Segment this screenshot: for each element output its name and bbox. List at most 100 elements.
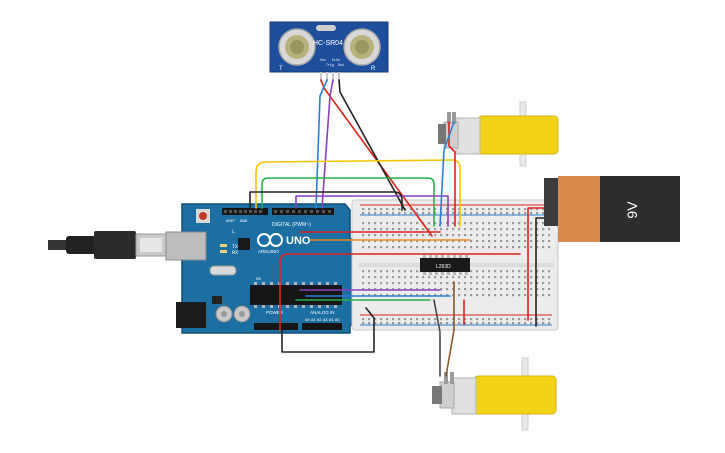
breadboard-hole: [488, 208, 491, 211]
breadboard-hole: [488, 240, 491, 243]
sensor-pin-gnd: Gnd: [338, 63, 344, 67]
sensor-pin-vcc: Vcc: [320, 58, 326, 62]
breadboard-hole: [500, 222, 503, 225]
breadboard-hole: [524, 282, 527, 285]
breadboard-hole: [506, 270, 509, 273]
breadboard-hole: [494, 246, 497, 249]
breadboard-hole: [488, 222, 491, 225]
breadboard-hole: [386, 294, 389, 297]
breadboard-hole: [404, 270, 407, 273]
breadboard-hole: [464, 288, 467, 291]
breadboard-hole: [428, 246, 431, 249]
breadboard-hole: [428, 212, 431, 215]
breadboard-hole: [518, 246, 521, 249]
breadboard-hole: [422, 282, 425, 285]
breadboard-hole: [410, 270, 413, 273]
breadboard-hole: [476, 234, 479, 237]
breadboard-hole: [536, 208, 539, 211]
breadboard-hole: [512, 294, 515, 297]
breadboard-hole: [512, 246, 515, 249]
breadboard-hole: [512, 228, 515, 231]
breadboard-hole: [530, 234, 533, 237]
breadboard-hole: [386, 318, 389, 321]
breadboard-hole: [440, 228, 443, 231]
breadboard-hole: [506, 208, 509, 211]
breadboard-hole: [494, 208, 497, 211]
breadboard-hole: [452, 282, 455, 285]
breadboard-hole: [368, 212, 371, 215]
breadboard-hole: [452, 212, 455, 215]
breadboard-hole: [452, 276, 455, 279]
breadboard-hole: [482, 246, 485, 249]
breadboard-hole: [374, 318, 377, 321]
breadboard-hole: [410, 276, 413, 279]
breadboard-hole: [446, 294, 449, 297]
breadboard-hole: [374, 222, 377, 225]
arduino-logo-text: ARDUINO: [258, 249, 279, 254]
breadboard-hole: [434, 288, 437, 291]
breadboard-hole: [530, 318, 533, 321]
breadboard-hole: [374, 246, 377, 249]
breadboard-hole: [494, 322, 497, 325]
breadboard-hole: [446, 222, 449, 225]
top-dc-motor: [438, 101, 559, 167]
breadboard-hole: [410, 208, 413, 211]
breadboard-hole: [476, 322, 479, 325]
breadboard-hole: [548, 240, 551, 243]
breadboard-hole: [386, 234, 389, 237]
breadboard-hole: [380, 234, 383, 237]
breadboard-hole: [494, 276, 497, 279]
breadboard-hole: [440, 318, 443, 321]
breadboard-hole: [530, 228, 533, 231]
breadboard-hole: [410, 212, 413, 215]
breadboard-hole: [482, 282, 485, 285]
breadboard-hole: [506, 228, 509, 231]
breadboard-hole: [512, 240, 515, 243]
breadboard-hole: [470, 222, 473, 225]
breadboard-hole: [362, 270, 365, 273]
breadboard-hole: [542, 246, 545, 249]
breadboard-hole: [428, 240, 431, 243]
breadboard-hole: [482, 212, 485, 215]
breadboard-hole: [410, 222, 413, 225]
breadboard-hole: [518, 282, 521, 285]
breadboard-hole: [482, 234, 485, 237]
breadboard-hole: [368, 246, 371, 249]
breadboard-hole: [452, 208, 455, 211]
usb-cable: [48, 231, 167, 259]
breadboard-hole: [476, 222, 479, 225]
breadboard-hole: [500, 270, 503, 273]
breadboard-hole: [398, 228, 401, 231]
breadboard-hole: [506, 246, 509, 249]
analog-pin-a1: A1: [311, 319, 316, 323]
breadboard-hole: [422, 228, 425, 231]
breadboard-hole: [416, 276, 419, 279]
breadboard-hole: [404, 276, 407, 279]
breadboard-hole: [488, 276, 491, 279]
breadboard-hole: [512, 208, 515, 211]
breadboard-hole: [494, 270, 497, 273]
analog-pin-a5: A5: [335, 319, 340, 323]
breadboard-hole: [440, 288, 443, 291]
analog-pin-a4: A4: [329, 319, 334, 323]
breadboard-hole: [524, 294, 527, 297]
breadboard-hole: [404, 234, 407, 237]
power-header-label: POWER: [266, 310, 284, 315]
breadboard-hole: [494, 282, 497, 285]
breadboard-hole: [446, 240, 449, 243]
breadboard-hole: [470, 270, 473, 273]
breadboard-hole: [452, 294, 455, 297]
breadboard-hole: [386, 246, 389, 249]
wire-sensor-trig: [315, 79, 328, 209]
breadboard-hole: [398, 288, 401, 291]
breadboard-hole: [392, 282, 395, 285]
breadboard-hole: [362, 234, 365, 237]
breadboard-hole: [470, 240, 473, 243]
breadboard-hole: [404, 212, 407, 215]
breadboard-hole: [548, 246, 551, 249]
breadboard-hole: [470, 294, 473, 297]
breadboard-hole: [494, 240, 497, 243]
breadboard-hole: [530, 282, 533, 285]
breadboard-hole: [434, 228, 437, 231]
analog-pin-a2: A2: [317, 319, 322, 323]
